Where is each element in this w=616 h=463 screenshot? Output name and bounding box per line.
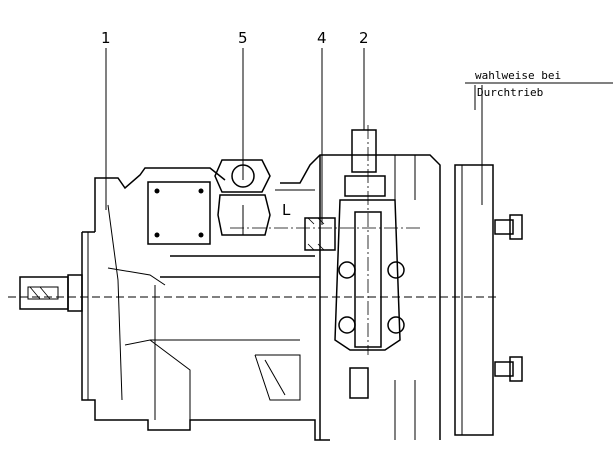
callout-4: 4	[317, 29, 327, 47]
drive-shaft	[19, 274, 83, 312]
port-label-l: L	[282, 201, 291, 219]
note-line-1: wahlweise bei	[475, 69, 561, 82]
callout-2: 2	[359, 29, 369, 47]
callout-1: 1	[101, 29, 111, 47]
pump-housing	[81, 154, 330, 441]
callout-5: 5	[238, 29, 248, 47]
pressure-port-fitting-5	[214, 159, 271, 236]
rear-flange	[454, 164, 523, 436]
note-line-2: Durchtrieb	[477, 86, 543, 99]
controller-2	[334, 125, 405, 355]
leader-lines	[105, 48, 365, 225]
